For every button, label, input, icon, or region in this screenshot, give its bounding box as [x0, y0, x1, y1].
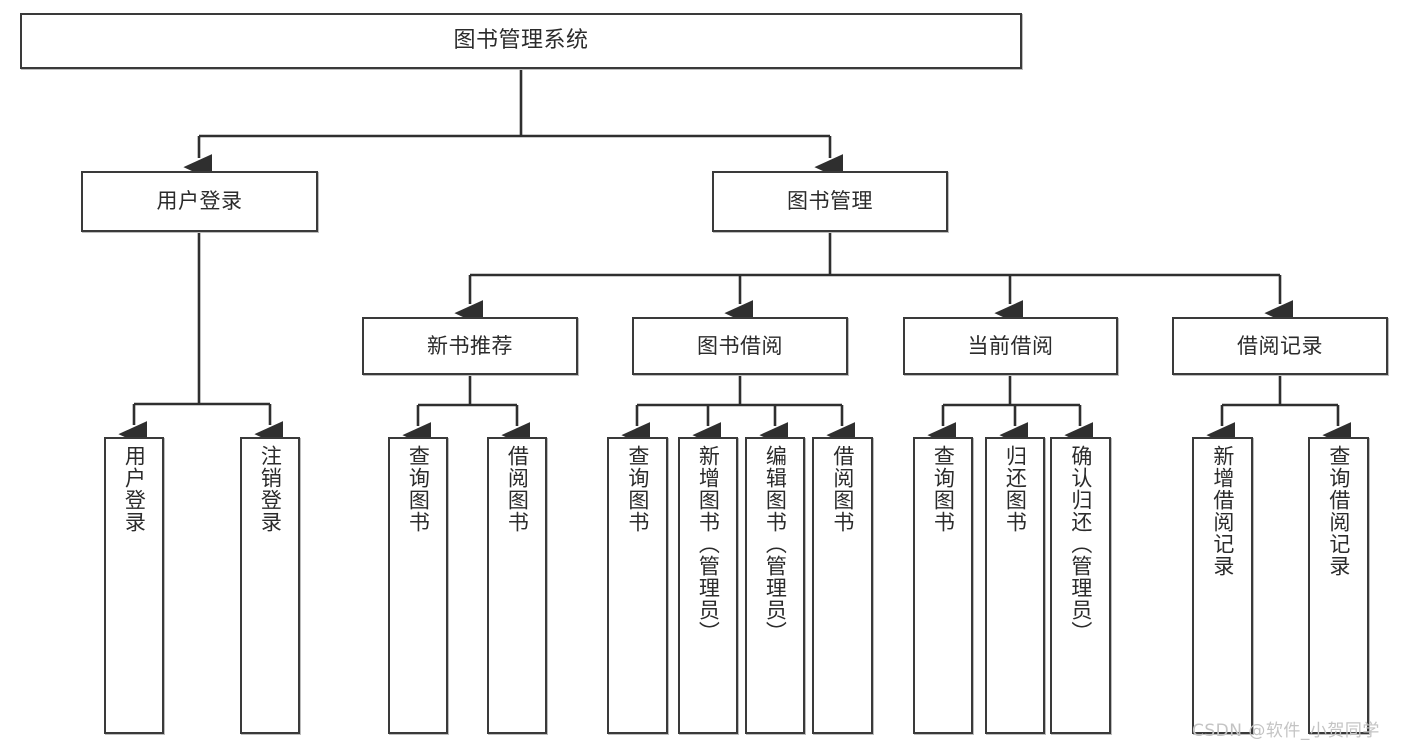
node-borrow-book-action-label: 借阅图书 [830, 445, 855, 533]
node-book-borrow[interactable]: 图书借阅 [632, 317, 848, 375]
node-user-login[interactable]: 用户登录 [81, 171, 318, 232]
node-user-logout-action[interactable]: 注销登录 [240, 437, 300, 734]
node-query-book-borrow-label: 查询图书 [625, 445, 650, 533]
node-user-login-action-label: 用户登录 [122, 445, 147, 533]
node-borrow-record[interactable]: 借阅记录 [1172, 317, 1388, 375]
node-new-book-recommend[interactable]: 新书推荐 [362, 317, 578, 375]
node-query-book-borrow[interactable]: 查询图书 [607, 437, 668, 734]
node-user-login-action[interactable]: 用户登录 [104, 437, 164, 734]
node-add-borrow-record-label: 新增借阅记录 [1210, 445, 1235, 577]
node-root-label: 图书管理系统 [453, 28, 589, 54]
node-query-book-new-label: 查询图书 [406, 445, 431, 533]
node-new-book-recommend-label: 新书推荐 [427, 333, 513, 358]
node-return-book-label: 归还图书 [1003, 445, 1028, 533]
node-current-borrow[interactable]: 当前借阅 [903, 317, 1118, 375]
node-book-borrow-label: 图书借阅 [697, 333, 783, 358]
csdn-watermark: CSDN @软件_小贺同学 [1192, 721, 1380, 741]
node-book-management[interactable]: 图书管理 [712, 171, 948, 232]
node-user-logout-action-label: 注销登录 [258, 445, 283, 533]
node-query-book-new[interactable]: 查询图书 [388, 437, 448, 734]
node-edit-book-admin[interactable]: 编辑图书（管理员） [745, 437, 805, 734]
node-confirm-return-admin-label: 确认归还（管理员） [1068, 445, 1093, 643]
node-borrow-record-label: 借阅记录 [1237, 333, 1323, 358]
node-query-book-current[interactable]: 查询图书 [913, 437, 973, 734]
node-confirm-return-admin[interactable]: 确认归还（管理员） [1050, 437, 1111, 734]
node-borrow-book-new-label: 借阅图书 [505, 445, 530, 533]
node-query-borrow-record-label: 查询借阅记录 [1326, 445, 1351, 577]
node-query-borrow-record[interactable]: 查询借阅记录 [1308, 437, 1369, 734]
node-current-borrow-label: 当前借阅 [967, 333, 1054, 358]
node-add-book-admin[interactable]: 新增图书（管理员） [678, 437, 738, 734]
node-add-book-admin-label: 新增图书（管理员） [696, 445, 721, 643]
node-book-management-label: 图书管理 [787, 189, 873, 214]
node-user-login-label: 用户登录 [156, 189, 243, 214]
node-edit-book-admin-label: 编辑图书（管理员） [763, 445, 788, 643]
node-borrow-book-action[interactable]: 借阅图书 [812, 437, 873, 734]
node-return-book[interactable]: 归还图书 [985, 437, 1045, 734]
node-add-borrow-record[interactable]: 新增借阅记录 [1192, 437, 1253, 734]
node-query-book-current-label: 查询图书 [931, 445, 956, 533]
node-root[interactable]: 图书管理系统 [20, 13, 1022, 69]
node-borrow-book-new[interactable]: 借阅图书 [487, 437, 547, 734]
